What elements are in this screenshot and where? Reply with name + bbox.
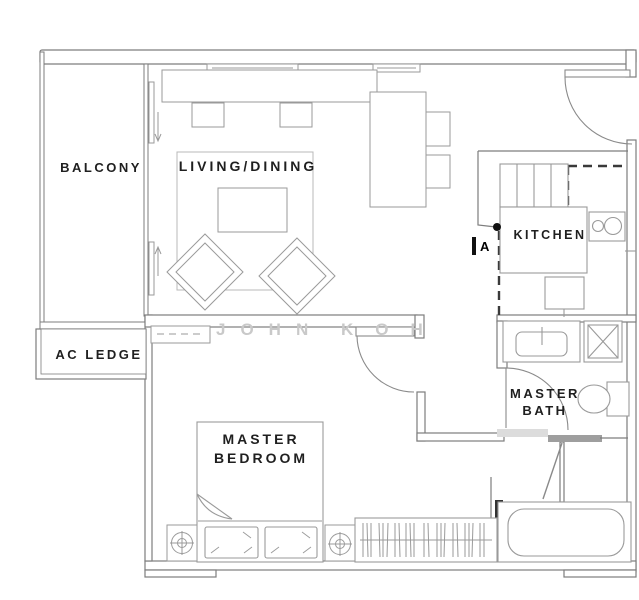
kitchen-boundary [477,150,628,228]
bed-sheet-fold [196,493,233,520]
wall-corridor-horizontal [416,432,505,442]
sliding-panel [148,241,155,296]
wall-bottom-notch-left [144,569,217,578]
kitchen-sink [544,276,585,310]
hob-burner-large [603,216,623,236]
label-master-bath-line1: MASTER [510,386,580,401]
bathroom-fixtures [497,320,632,563]
bathroom-door-swing [505,367,569,431]
section-marker-label: A [480,239,490,254]
living-furniture [161,69,451,315]
watermark-text: KOH [341,320,445,339]
ac-ledge-inner [40,328,147,375]
dining-chair [191,102,225,128]
bath-threshold-light [497,429,548,437]
label-ac-ledge: AC LEDGE [55,347,143,362]
pillow-ticks [210,531,312,554]
bedroom-door-swing [356,335,415,393]
section-marker-bar [472,237,476,255]
wall-bottom-notch-right [563,569,637,578]
bath-threshold-dark [548,435,602,442]
walls [35,49,637,578]
bathroom-door [505,367,569,431]
kitchen-boundary-left [477,151,497,228]
section-marker-dot [493,223,501,231]
wardrobe-hangers [362,522,485,558]
kitchen-fixtures [499,163,636,317]
bedroom-door-leaf [355,326,415,337]
label-master-bedroom-line2: BEDROOM [213,450,309,466]
dining-chair [279,102,313,128]
wall-tub-door-frame [559,441,565,503]
watermark-text: JOHN [216,320,324,339]
label-kitchen: KITCHEN [513,228,587,242]
bedroom-window-sill [150,325,211,344]
sliding-panel [148,81,155,144]
kitchen-counter [499,206,588,274]
armchair [166,233,244,311]
label-master-bath-line2: BATH [522,403,568,418]
counter-stool [425,154,451,189]
louvre-window [150,325,211,344]
wall-balcony-left [39,51,45,331]
slide-arrowhead-down [154,133,162,143]
shower-cross [587,324,619,359]
coffee-table [217,187,288,233]
tub-door-leaf [542,442,563,500]
wall-top [39,49,637,65]
bed-sheet-fold-edge [196,493,233,520]
hob-burner-small [591,219,605,233]
armchair-cushion [175,242,235,302]
entrance-door-swing [564,76,633,145]
floor-trap-symbols [166,524,356,562]
label-living-dining: LIVING/DINING [178,158,318,174]
dining-counter [369,91,427,208]
bed [196,421,324,563]
toilet-bowl [577,384,611,414]
pillow [264,526,318,559]
wall-balcony-partition [143,63,149,317]
entrance-door [564,69,633,145]
label-balcony: BALCONY [60,160,142,175]
bathtub [507,508,625,557]
armchair-cushion [267,246,327,306]
wall-entry-jamb [625,49,637,78]
wardrobe [354,517,498,563]
armchair [258,237,336,315]
sideboard-counter [161,69,378,103]
counter-stool [425,111,451,147]
entrance-door-leaf [564,69,631,78]
bedroom-door [355,326,415,393]
label-master-bedroom-line1: MASTER [222,431,300,447]
wall-bedroom-door-cap [414,314,425,339]
pillow [204,526,259,559]
slide-arrowhead-up [154,245,162,255]
balcony-sliding-door [148,81,162,296]
